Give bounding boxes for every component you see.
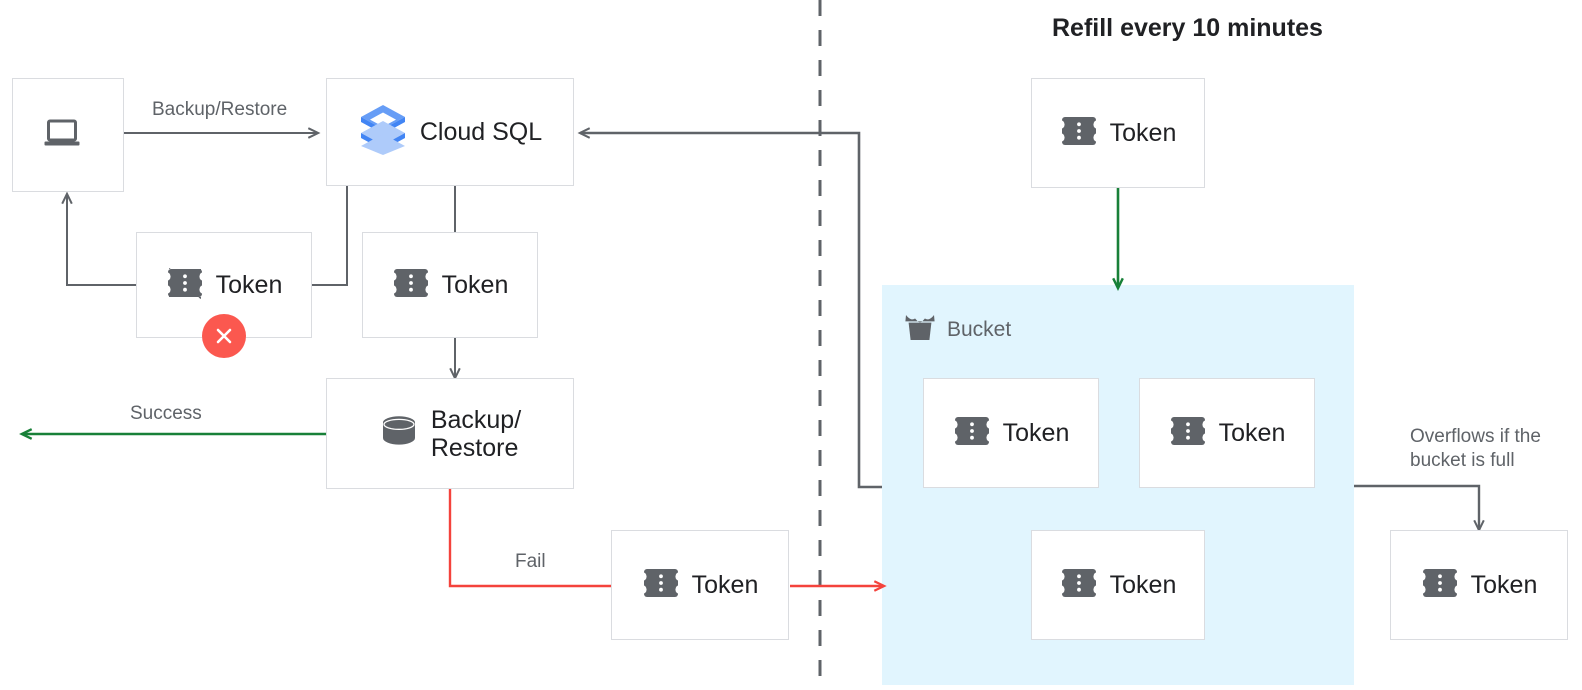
node-cloud-sql[interactable]: Cloud SQL bbox=[326, 78, 574, 186]
database-icon bbox=[379, 413, 419, 454]
token-icon bbox=[1164, 414, 1212, 453]
token-icon bbox=[161, 266, 209, 305]
node-token-cloudsql[interactable]: Token bbox=[362, 232, 538, 338]
page-title: Refill every 10 minutes bbox=[1052, 14, 1323, 42]
token-icon bbox=[387, 266, 435, 305]
node-token-fail[interactable]: Token bbox=[611, 530, 789, 640]
close-icon bbox=[216, 328, 232, 344]
node-token-bucket-2[interactable]: Token bbox=[1139, 378, 1315, 488]
bucket-icon bbox=[903, 312, 937, 347]
node-token-bucket-1[interactable]: Token bbox=[923, 378, 1099, 488]
node-token-cloudsql-label: Token bbox=[441, 271, 509, 299]
cloud-sql-icon bbox=[358, 103, 408, 162]
node-token-bucket-3-label: Token bbox=[1109, 571, 1177, 599]
node-token-refill[interactable]: Token bbox=[1031, 78, 1205, 188]
edge-token-client-to-client bbox=[61, 191, 136, 286]
node-token-refill-label: Token bbox=[1109, 119, 1177, 147]
error-x-badge bbox=[202, 314, 246, 358]
edge-label-overflow: Overflows if the bucket is full bbox=[1410, 426, 1541, 471]
token-icon bbox=[1416, 566, 1464, 605]
edge-label-success: Success bbox=[130, 403, 202, 424]
node-backup-restore[interactable]: Backup/ Restore bbox=[326, 378, 574, 489]
node-token-overflow-label: Token bbox=[1470, 571, 1538, 599]
node-token-bucket-2-label: Token bbox=[1218, 419, 1286, 447]
token-icon bbox=[948, 414, 996, 453]
token-icon bbox=[1055, 566, 1103, 605]
laptop-icon bbox=[43, 118, 81, 153]
bucket-header: Bucket bbox=[903, 312, 1011, 347]
edge-cloudsql-to-token-client bbox=[312, 186, 348, 286]
node-token-client-label: Token bbox=[215, 271, 283, 299]
node-token-overflow[interactable]: Token bbox=[1390, 530, 1568, 640]
node-token-bucket-1-label: Token bbox=[1002, 419, 1070, 447]
node-client[interactable] bbox=[12, 78, 124, 192]
token-icon bbox=[637, 566, 685, 605]
token-icon bbox=[1055, 114, 1103, 153]
edge-overflow bbox=[1354, 484, 1485, 533]
node-cloud-sql-label: Cloud SQL bbox=[419, 118, 543, 146]
edge-label-fail: Fail bbox=[515, 551, 546, 572]
node-backup-restore-label: Backup/ Restore bbox=[430, 405, 522, 462]
edge-label-backup-restore: Backup/Restore bbox=[152, 99, 288, 120]
node-token-bucket-3[interactable]: Token bbox=[1031, 530, 1205, 640]
bucket-label: Bucket bbox=[947, 317, 1012, 341]
edge-bucket-to-cloudsql bbox=[577, 127, 882, 489]
node-token-fail-label: Token bbox=[691, 571, 759, 599]
